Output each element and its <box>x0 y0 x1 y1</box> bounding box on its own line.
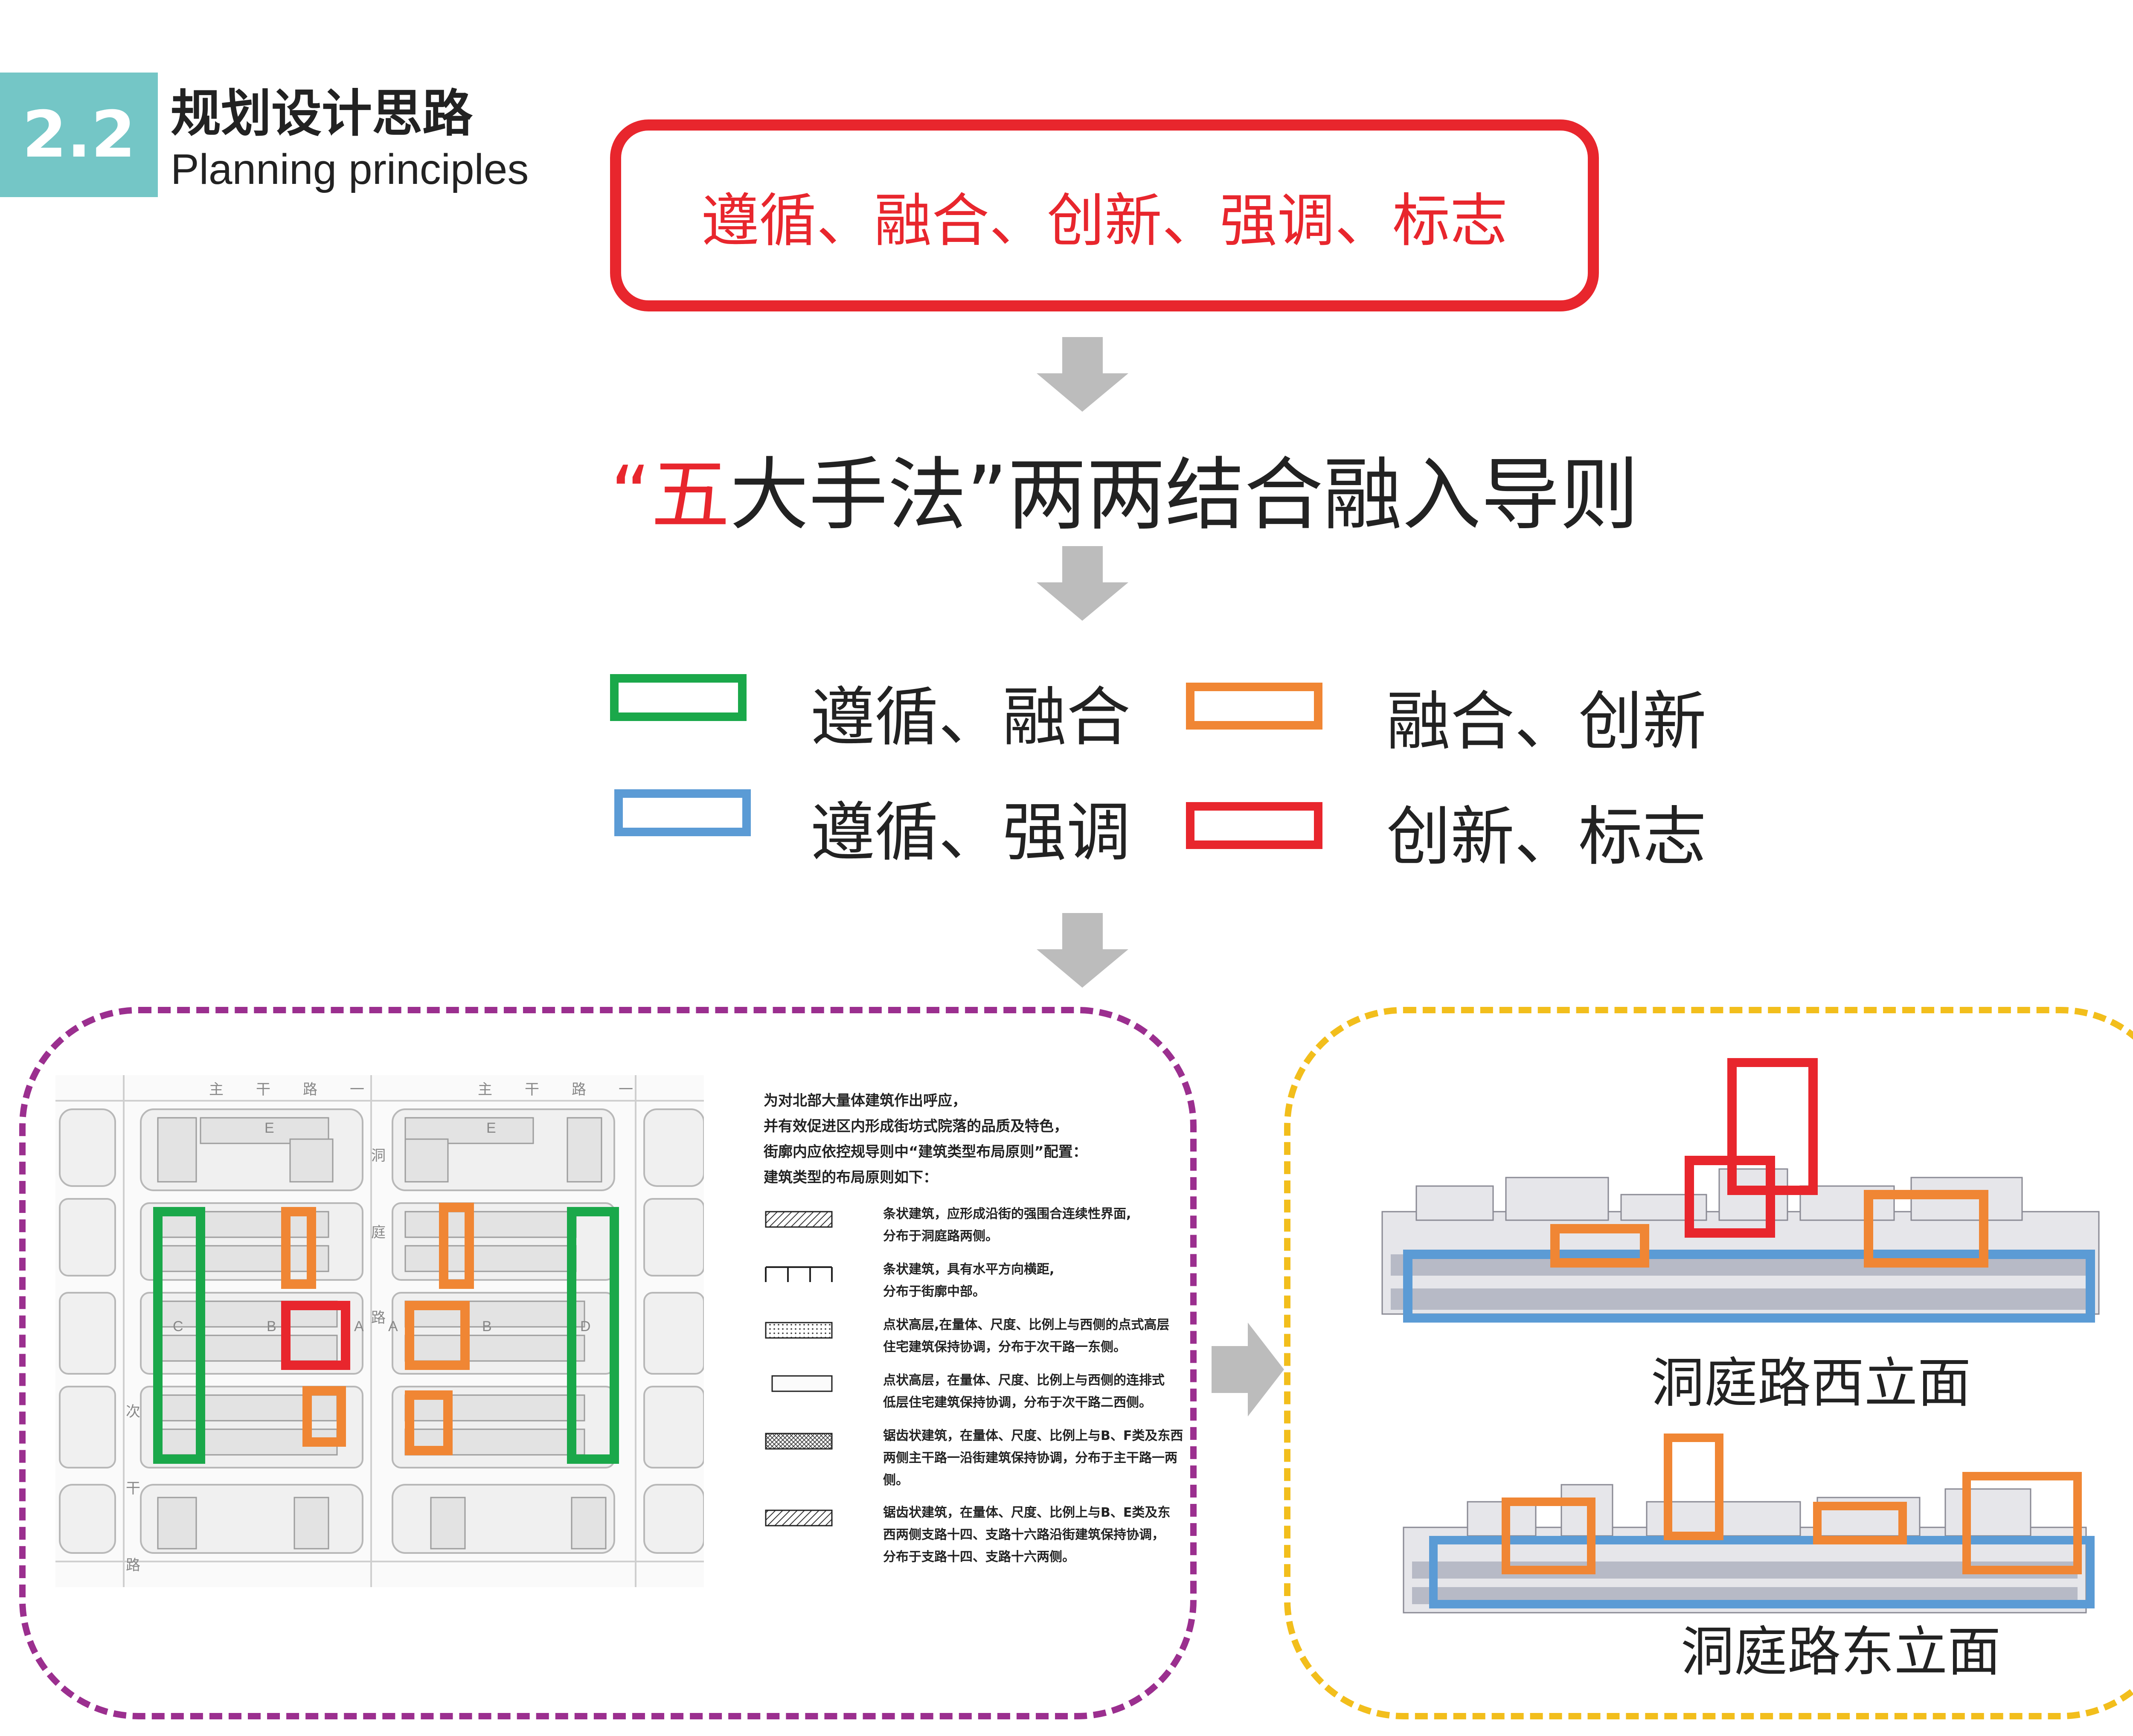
highlight-merge-innovate <box>302 1386 346 1447</box>
note-line: 条状建筑，具有水平方向横距, <box>883 1262 1055 1277</box>
right-arrow-icon <box>1212 1323 1284 1416</box>
block-letter: E <box>486 1120 496 1136</box>
note-line: 条状建筑，应形成沿街的强围合连续性界面, <box>883 1207 1131 1221</box>
legend-label-innovate-landmark: 创新、标志 <box>1386 800 1707 874</box>
swatch-comb <box>765 1266 833 1282</box>
street-label: 干 <box>126 1480 140 1497</box>
notes-intro-line: 为对北部大量体建筑作出呼应， <box>764 1092 967 1109</box>
note-line: 点状高层，在量体、尺度、比例上与西侧的连排式 <box>883 1373 1165 1388</box>
notes-intro-line: 街廓内应依控规导则中“建筑类型布局原则”配置： <box>764 1143 1087 1160</box>
statement-quote-open: “ <box>610 449 651 541</box>
highlight-merge-innovate <box>405 1390 453 1455</box>
west-elevation-caption: 洞庭路西立面 <box>1651 1352 1971 1414</box>
block-letter: B <box>267 1318 276 1335</box>
highlight-follow-emphasize <box>1429 1536 2095 1608</box>
swatch-light <box>771 1375 833 1392</box>
legend-swatch-orange <box>1186 683 1322 730</box>
note-line: 两侧主干路一沿街建筑保持协调，分布于主干路一两 <box>883 1451 1177 1466</box>
note-line: 住宅建筑保持协调，分布于次干路一东侧。 <box>883 1340 1126 1355</box>
highlight-merge-innovate <box>1864 1190 1988 1268</box>
west-elevation-drawing <box>1381 1058 2100 1323</box>
highlight-merge-innovate <box>1502 1498 1595 1574</box>
street-label: 干 <box>525 1082 539 1098</box>
street-label: 庭 <box>371 1224 386 1241</box>
highlight-innovate-landmark <box>1727 1058 1818 1195</box>
principles-box: 遵循、融合、创新、强调、标志 <box>610 119 1599 311</box>
street-label: 路 <box>572 1082 586 1098</box>
block-letter: D <box>580 1318 591 1335</box>
note-line: 分布于洞庭路两侧。 <box>883 1229 998 1244</box>
note-line: 锯齿状建筑，在量体、尺度、比例上与B、E类及东 <box>883 1505 1171 1520</box>
street-label: 一 <box>619 1082 633 1098</box>
note-line: 锯齿状建筑，在量体、尺度、比例上与B、F类及东西 <box>883 1428 1183 1443</box>
east-elevation-drawing <box>1403 1434 2095 1614</box>
legend-label-merge-innovate: 融合、创新 <box>1386 685 1707 759</box>
down-arrow-icon <box>1037 913 1128 988</box>
block-letter: E <box>264 1120 274 1136</box>
down-arrow-icon <box>1037 337 1128 412</box>
section-number-badge: 2.2 <box>0 73 158 197</box>
site-plan-panel <box>19 1007 1197 1719</box>
highlight-follow-emphasize <box>1403 1250 2095 1323</box>
down-arrow-icon <box>1037 546 1128 621</box>
section-title: 规划设计思路 <box>171 84 473 143</box>
swatch-hatched <box>765 1211 833 1228</box>
highlight-merge-innovate <box>1550 1224 1649 1268</box>
building-type-swatches <box>765 1211 833 1527</box>
highlight-merge-innovate <box>1962 1472 2082 1574</box>
section-subtitle: Planning principles <box>171 145 529 193</box>
street-label: 一 <box>350 1082 364 1098</box>
note-line: 分布于街廓中部。 <box>883 1284 985 1299</box>
note-line: 点状高层,在量体、尺度、比例上与西侧的点式高层 <box>883 1317 1170 1332</box>
statement-highlight: 五 <box>651 449 730 541</box>
highlight-merge-innovate <box>405 1301 470 1370</box>
highlight-follow-merge <box>567 1207 619 1464</box>
highlight-innovate-landmark <box>281 1301 350 1370</box>
street-label: 主 <box>209 1082 224 1098</box>
legend-swatch-red <box>1186 802 1322 849</box>
block-letter: A <box>354 1318 364 1335</box>
highlight-merge-innovate <box>1813 1502 1907 1544</box>
block-letter: C <box>173 1318 183 1335</box>
statement-rest: 大手法”两两结合融入导则 <box>729 449 1639 541</box>
notes-intro-line: 并有效促进区内形成街坊式院落的品质及特色， <box>764 1118 1068 1135</box>
notes-intro-line: 建筑类型的布局原则如下： <box>764 1169 938 1186</box>
street-label: 路 <box>303 1082 317 1098</box>
principles-text: 遵循、融合、创新、强调、标志 <box>701 187 1508 254</box>
swatch-dotted <box>765 1322 833 1339</box>
legend-label-follow-emphasize: 遵循、强调 <box>811 796 1131 870</box>
site-plan-diagram: 主 干 路 一 主 干 路 一 洞 庭 路 次 干 路 <box>55 1075 704 1587</box>
street-label: 干 <box>256 1082 270 1098</box>
layout-notes: 为对北部大量体建筑作出呼应， 并有效促进区内形成街坊式院落的品质及特色， 街廓内… <box>764 1088 1087 1190</box>
note-line: 分布于支路十四、支路十六两侧。 <box>883 1550 1075 1564</box>
swatch-crosshatch <box>765 1433 833 1450</box>
note-line: 侧。 <box>883 1473 909 1488</box>
street-label: 路 <box>371 1310 386 1326</box>
five-methods-statement: “五大手法”两两结合融入导则 <box>610 431 1639 545</box>
legend-label-follow-merge: 遵循、融合 <box>811 680 1131 755</box>
street-label: 路 <box>126 1557 140 1573</box>
note-line: 西两侧支路十四、支路十六路沿街建筑保持协调， <box>883 1527 1165 1542</box>
highlight-merge-innovate <box>281 1207 316 1289</box>
street-label: 主 <box>478 1082 492 1098</box>
legend-swatch-blue <box>614 789 751 836</box>
highlight-merge-innovate <box>1664 1434 1723 1540</box>
highlight-merge-innovate <box>439 1203 474 1289</box>
legend-swatch-green <box>610 674 747 721</box>
highlight-follow-merge <box>153 1207 205 1464</box>
street-label: 洞 <box>371 1148 386 1164</box>
swatch-sawtooth <box>765 1509 833 1527</box>
street-label: 次 <box>126 1404 140 1420</box>
block-letter: B <box>482 1318 492 1335</box>
note-line: 低层住宅建筑保持协调，分布于次干路二西侧。 <box>883 1395 1152 1410</box>
elevations-panel <box>1284 1007 2133 1719</box>
east-elevation-caption: 洞庭路东立面 <box>1681 1621 2001 1683</box>
block-letter: A <box>388 1318 398 1335</box>
